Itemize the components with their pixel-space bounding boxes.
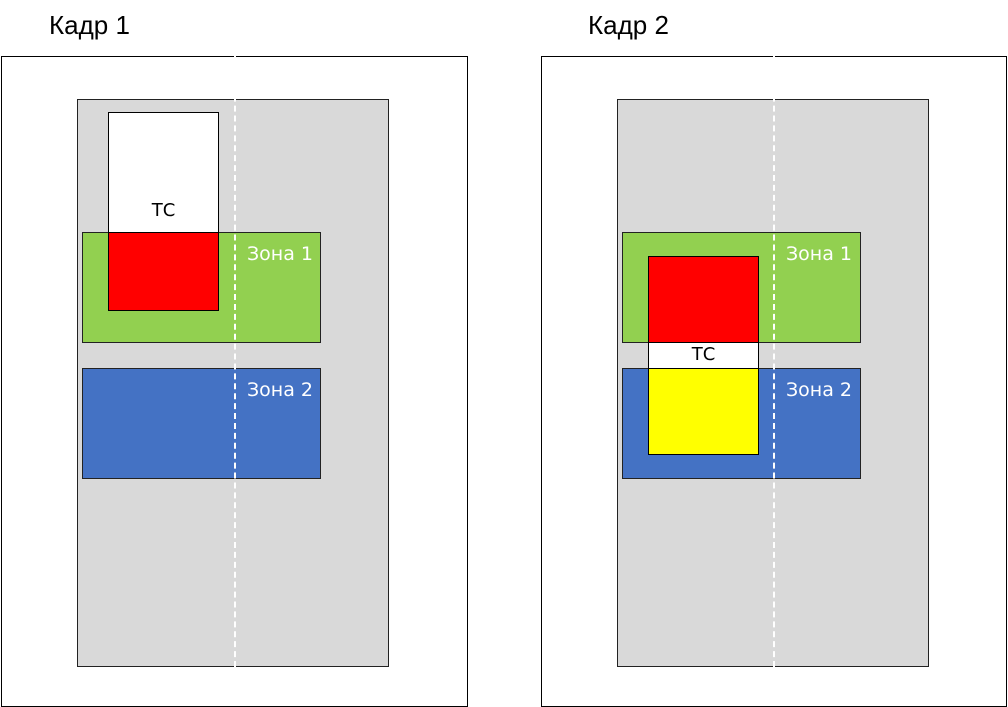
frame-1-vehicle-label: ТС (151, 200, 176, 221)
frame-1-lane-marking (234, 56, 236, 667)
frame-1-vehicle-box (108, 112, 219, 233)
frame-2-vehicle-zone-1-overlap (648, 256, 759, 343)
frame-2-vehicle-zone-2-overlap (648, 368, 759, 455)
frame-1-zone-2-label: Зона 2 (247, 379, 313, 401)
frame-1-title: Кадр 1 (49, 10, 130, 40)
frame-2-vehicle-label: ТС (691, 344, 716, 365)
frame-1-zone-2 (82, 368, 321, 479)
frame-1-vehicle-zone-1-overlap (108, 232, 219, 311)
frame-2-lane-marking (773, 56, 775, 667)
frame-2-zone-1-label: Зона 1 (786, 243, 852, 265)
frame-2-title: Кадр 2 (588, 10, 669, 40)
frame-2-zone-2-label: Зона 2 (786, 379, 852, 401)
frame-1-zone-1-label: Зона 1 (247, 243, 313, 265)
